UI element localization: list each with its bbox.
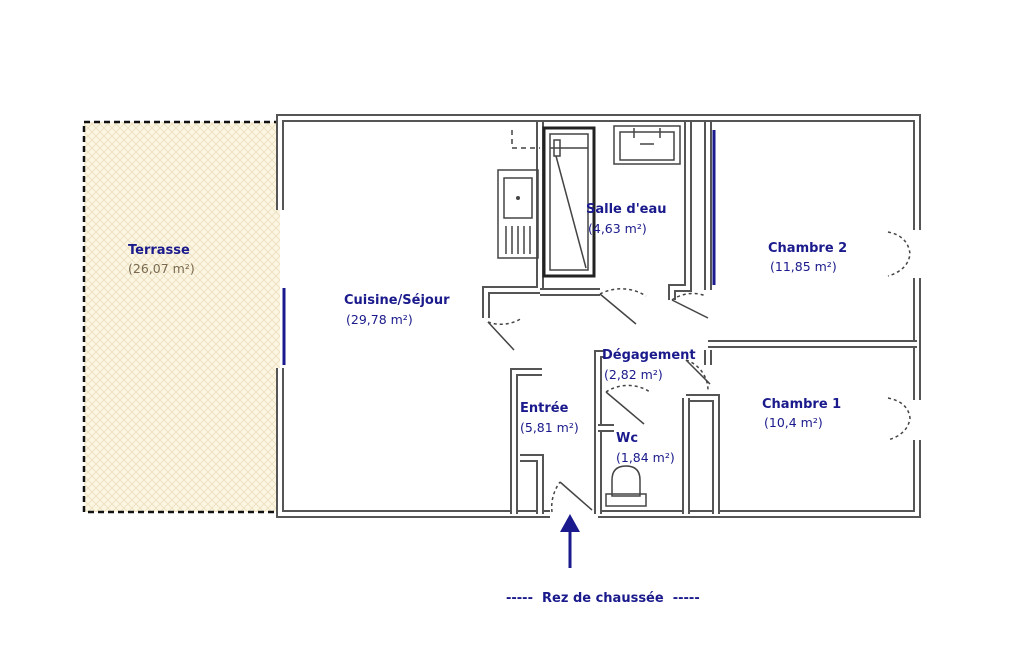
toilet-icon [605, 465, 647, 507]
washbasin-icon [613, 125, 681, 165]
entrance-arrow-icon [560, 514, 580, 568]
sink-icon [497, 169, 539, 259]
room-area-degagement: (2,82 m²) [604, 367, 663, 382]
terrace-area [82, 120, 280, 514]
room-area-chambre2: (11,85 m²) [770, 259, 837, 274]
room-area-terrasse: (26,07 m²) [128, 261, 195, 276]
outer-walls [276, 114, 921, 518]
room-name-chambre1: Chambre 1 [762, 397, 841, 412]
room-name-salle-eau: Salle d'eau [586, 202, 667, 217]
shower-icon [542, 126, 596, 278]
room-name-terrasse: Terrasse [128, 243, 190, 258]
kitchen-outline [511, 130, 540, 149]
room-area-chambre1: (10,4 m²) [764, 415, 823, 430]
room-name-entree: Entrée [520, 401, 569, 416]
interior-walls [482, 122, 917, 514]
floor-caption: ----- Rez de chaussée ----- [506, 591, 700, 606]
room-name-cuisine: Cuisine/Séjour [344, 293, 450, 308]
room-area-salle-eau: (4,63 m²) [588, 221, 647, 236]
room-area-wc: (1,84 m²) [616, 450, 675, 465]
door-swing-icon [487, 231, 911, 513]
room-name-degagement: Dégagement [602, 348, 696, 363]
room-name-chambre2: Chambre 2 [768, 241, 847, 256]
room-area-entree: (5,81 m²) [520, 420, 579, 435]
room-area-cuisine: (29,78 m²) [346, 312, 413, 327]
room-name-wc: Wc [616, 431, 638, 446]
